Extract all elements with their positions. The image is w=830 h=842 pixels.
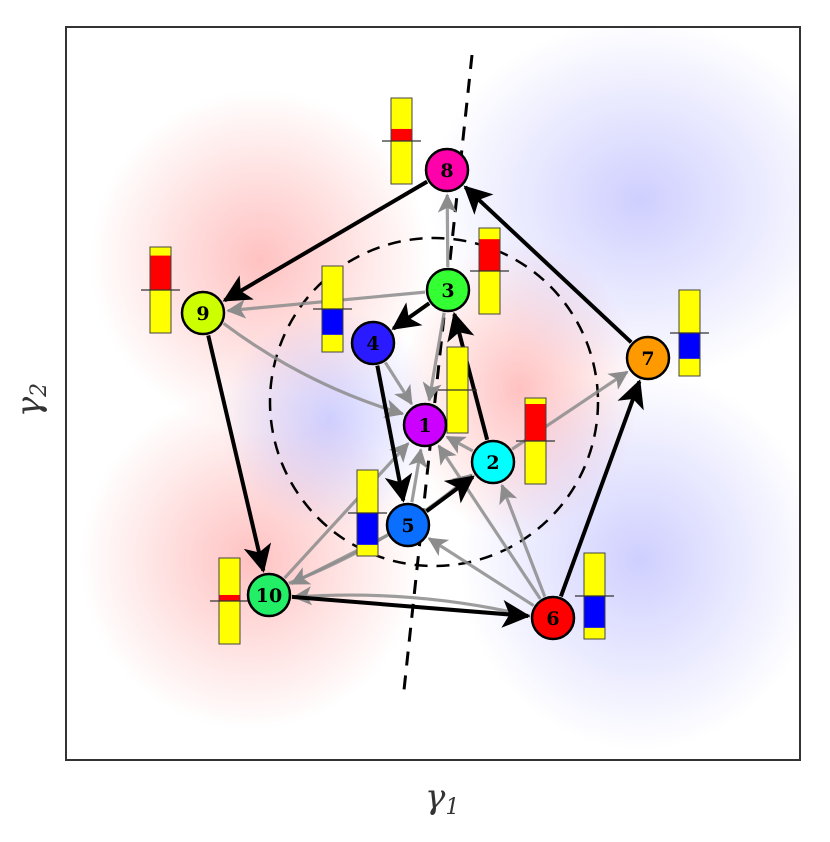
black-edge-10-to-6 — [291, 594, 531, 628]
gray-edge-5-to-1 — [408, 448, 428, 503]
gray-edge-6-to-1 — [437, 444, 542, 600]
node-6: 6 — [530, 595, 576, 641]
black-edge-5-to-2 — [425, 475, 475, 513]
bar-node-8 — [382, 97, 421, 185]
node-label-9: 9 — [196, 303, 209, 325]
node-10: 10 — [246, 572, 292, 618]
gray-edge-2-to-1 — [445, 435, 474, 454]
node-4: 4 — [350, 320, 396, 366]
node-8: 8 — [424, 147, 470, 193]
bar-node-4 — [313, 265, 352, 353]
y-axis-label: γ2 — [9, 383, 52, 417]
black-edge-7-to-8 — [463, 185, 633, 344]
node-3: 3 — [425, 267, 471, 313]
node-7: 7 — [625, 335, 671, 381]
bar-node-1 — [438, 346, 477, 434]
node-label-7: 7 — [641, 348, 654, 370]
black-edge-3-to-4 — [391, 301, 431, 331]
gray-edge-9-to-1 — [222, 322, 405, 418]
black-edge-2-to-3 — [447, 311, 490, 441]
node-label-4: 4 — [366, 333, 379, 355]
bar-node-2 — [516, 397, 555, 485]
black-edge-9-to-10 — [206, 334, 272, 573]
node-bars — [141, 97, 709, 645]
node-label-2: 2 — [486, 452, 499, 474]
black-edges — [206, 179, 644, 628]
gray-edge-6-to-5 — [427, 537, 535, 607]
x-axis-label: γ1 — [425, 777, 459, 820]
gray-edge-4-to-1 — [383, 361, 413, 406]
gray-edge-3-to-8 — [437, 193, 457, 268]
gray-edge-3-to-1 — [422, 312, 446, 402]
black-edge-8-to-9 — [222, 179, 429, 303]
nodes: 1 2 3 4 5 6 7 8 9 10 — [180, 147, 671, 641]
node-label-8: 8 — [440, 160, 453, 182]
bar-node-9 — [141, 246, 180, 334]
node-label-1: 1 — [418, 415, 431, 437]
node-label-5: 5 — [401, 515, 414, 537]
node-2: 2 — [470, 439, 516, 485]
gray-edge-6-to-2 — [499, 483, 547, 598]
node-5: 5 — [385, 502, 431, 548]
black-edge-4-to-5 — [375, 365, 413, 503]
node-label-3: 3 — [441, 280, 454, 302]
bar-node-6 — [575, 552, 614, 640]
black-edge-6-to-7 — [559, 379, 644, 598]
bar-node-3 — [470, 227, 509, 315]
bar-node-7 — [670, 289, 709, 377]
bar-node-5 — [348, 469, 387, 557]
bar-node-10 — [210, 557, 249, 645]
dashed-inner-circle — [268, 236, 600, 568]
plot-frame — [65, 26, 801, 761]
node-label-10: 10 — [256, 585, 282, 607]
node-9: 9 — [180, 290, 226, 336]
node-1: 1 — [402, 402, 448, 448]
node-label-6: 6 — [546, 608, 559, 630]
gray-edge-6-to-10 — [292, 586, 531, 618]
